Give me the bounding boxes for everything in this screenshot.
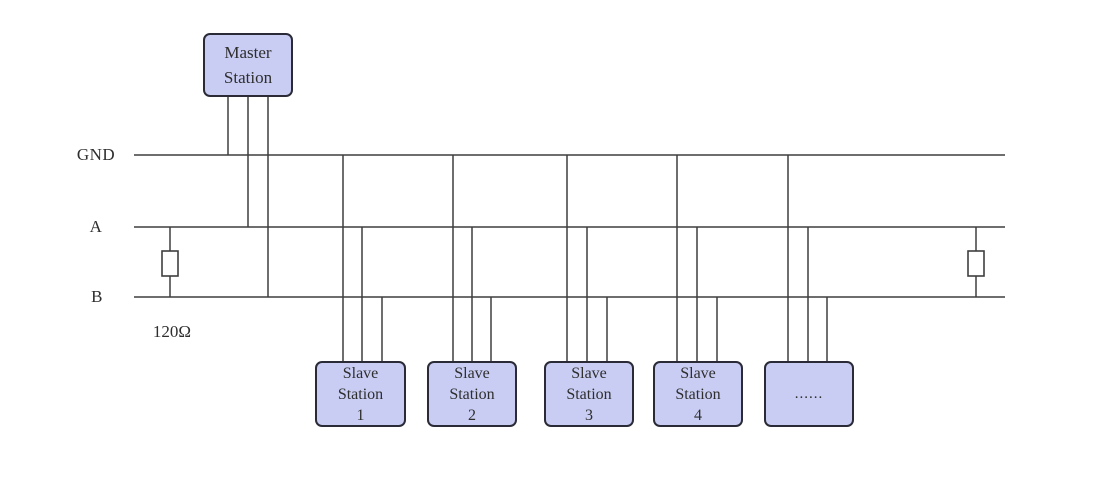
slave-station-4-label-line1: Slave bbox=[680, 364, 716, 382]
slave-station-2-box: Slave Station 2 bbox=[427, 361, 517, 427]
more-stations-box: ...... bbox=[764, 361, 854, 427]
master-station-label-line2: Station bbox=[223, 68, 273, 87]
slave-station-2-label-line2: Station bbox=[449, 385, 495, 403]
slave-station-4-box: Slave Station 4 bbox=[653, 361, 743, 427]
bus-label-a: A bbox=[89, 217, 103, 236]
master-station-label-line1: Master bbox=[224, 43, 272, 62]
termination-resistance-label: 120Ω bbox=[152, 322, 192, 341]
slave-station-3-label-line1: Slave bbox=[571, 364, 607, 382]
bus-label-b: B bbox=[91, 287, 103, 306]
slave-station-2-number: 2 bbox=[468, 406, 476, 424]
slave-station-1-label-line1: Slave bbox=[342, 364, 379, 382]
slave-station-1-box: Slave Station 1 bbox=[315, 361, 406, 427]
slave-station-1-number: 1 bbox=[356, 406, 365, 424]
slave-station-3-number: 3 bbox=[585, 406, 593, 424]
master-station-box: Master Station bbox=[203, 33, 293, 97]
slave-station-3-box: Slave Station 3 bbox=[544, 361, 634, 427]
right-terminator-resistor-icon bbox=[967, 250, 985, 277]
slave-station-1-label-line2: Station bbox=[337, 385, 384, 403]
slave-station-4-label-line2: Station bbox=[675, 385, 721, 403]
left-terminator-resistor-icon bbox=[161, 250, 179, 277]
slave-station-3-label-line2: Station bbox=[566, 385, 612, 403]
slave-station-4-number: 4 bbox=[694, 406, 702, 424]
bus-label-gnd: GND bbox=[76, 145, 116, 164]
more-stations-ellipsis: ...... bbox=[794, 385, 824, 402]
slave-station-2-label-line1: Slave bbox=[454, 364, 490, 382]
